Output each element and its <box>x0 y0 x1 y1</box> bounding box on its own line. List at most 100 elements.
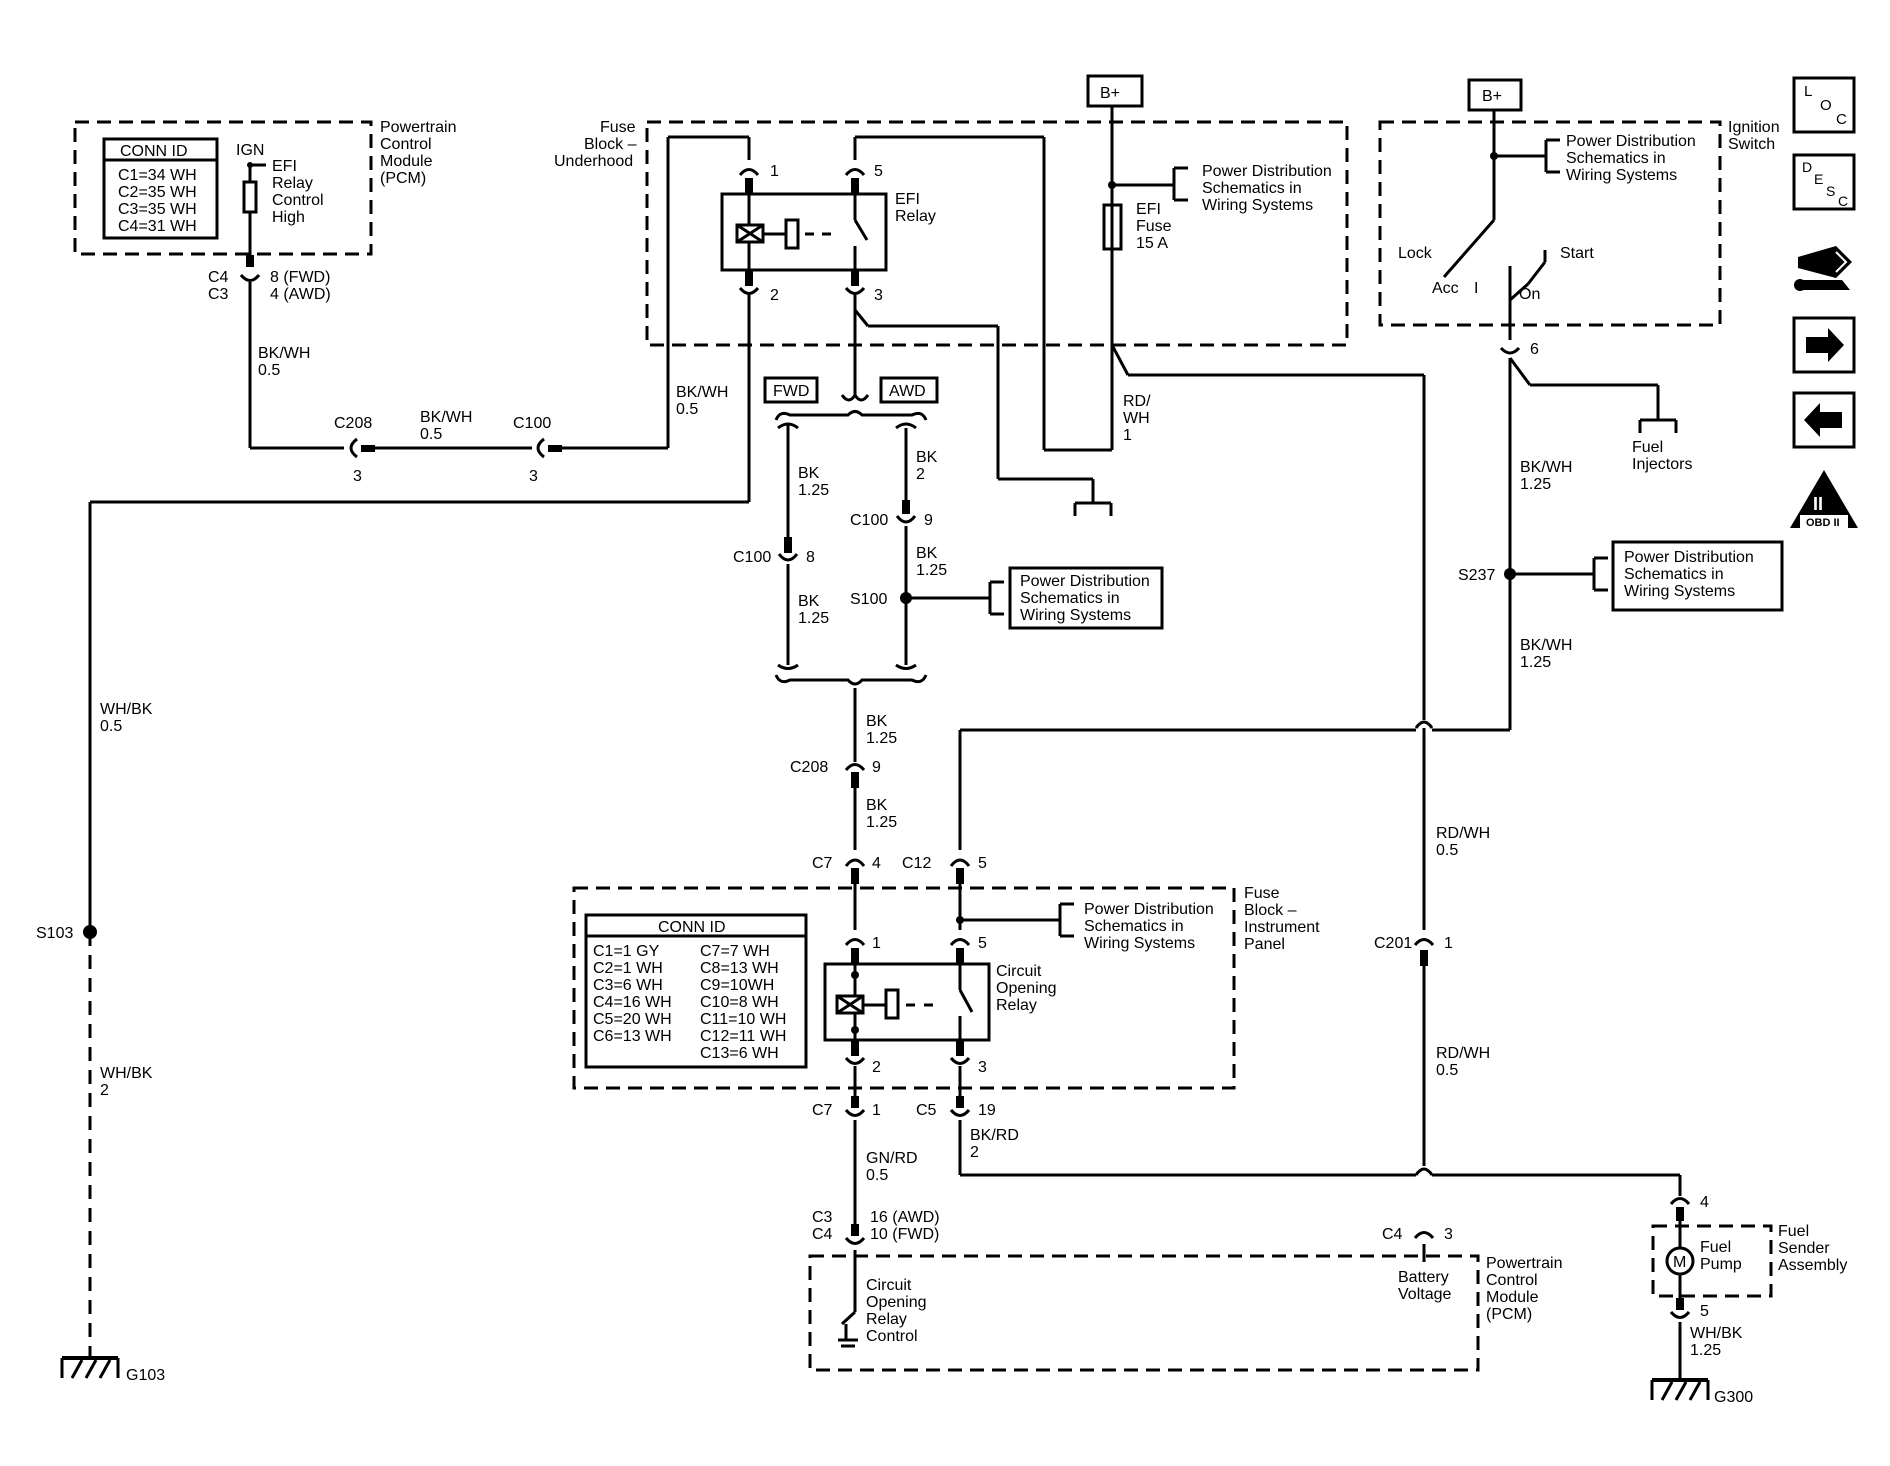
connector-pin5 <box>1669 1310 1691 1319</box>
ref-label: Wiring Systems <box>1566 167 1677 184</box>
loc-button[interactable]: L O C <box>1792 76 1856 134</box>
desc-button[interactable]: D E S C <box>1792 153 1856 211</box>
connector-pin4 <box>1669 1197 1691 1206</box>
conn-label: C100 <box>850 512 888 529</box>
connector-c100-top <box>536 437 545 459</box>
branch-symbol <box>840 392 870 402</box>
switch-pos-label: Acc <box>1432 280 1459 297</box>
connector-tool-icon[interactable] <box>1794 246 1852 291</box>
ignition-label: Ignition <box>1728 119 1780 136</box>
wire-label: 0.5 <box>420 426 442 443</box>
ref-label: Wiring Systems <box>1020 607 1131 624</box>
switch-pos-label: Start <box>1560 245 1594 262</box>
obd-ii-button[interactable]: II OBD II <box>1790 470 1858 529</box>
splice-label: S100 <box>850 591 887 608</box>
prev-page-button[interactable] <box>1792 391 1856 449</box>
pin-connector <box>738 168 760 177</box>
relay-label: Relay <box>895 208 936 225</box>
wire-label: BK <box>798 593 820 610</box>
ground-g300-icon <box>1650 1378 1710 1401</box>
ground-g103-icon <box>60 1356 120 1379</box>
bplus-label: B+ <box>1482 88 1502 105</box>
fuel-injectors-label: Fuel <box>1632 439 1663 456</box>
wire-label: BK/WH <box>676 384 728 401</box>
wire-label: 1.25 <box>916 562 947 579</box>
pin-label: 6 <box>1530 341 1539 358</box>
cor-control-label: Opening <box>866 1294 927 1311</box>
wire-label: WH/BK <box>100 701 153 718</box>
obd-label: OBD II <box>1806 517 1840 529</box>
pin-label: 8 (FWD) <box>270 269 330 286</box>
relay-label: Circuit <box>996 963 1042 980</box>
connector-c100-9 <box>895 515 917 524</box>
fwd-label: FWD <box>773 383 809 400</box>
connector-c4-c3 <box>239 273 261 282</box>
ref-label: Power Distribution <box>1084 901 1214 918</box>
resistor-icon <box>242 180 258 214</box>
cor-control-label: Control <box>866 1328 918 1345</box>
conn-id-table-top <box>102 137 219 240</box>
conn-id-table-ip <box>584 913 808 1069</box>
loc-letter: L <box>1804 83 1812 100</box>
ref-label: Schematics in <box>1084 918 1184 935</box>
conn-label: C208 <box>790 759 828 776</box>
conn-label: C100 <box>733 549 771 566</box>
pin-label: 4 (AWD) <box>270 286 331 303</box>
wire-label: 0.5 <box>676 401 698 418</box>
pcm-top-box <box>73 120 373 256</box>
pin-label: 9 <box>924 512 933 529</box>
wire-label: BK <box>866 797 888 814</box>
relay-label: EFI <box>895 191 920 208</box>
fuse-label: Fuse <box>1136 218 1172 235</box>
battery-voltage-label: Battery <box>1398 1269 1449 1286</box>
pin-connector <box>844 1056 866 1065</box>
fuel-sender-label: Assembly <box>1778 1257 1847 1274</box>
desc-letter: E <box>1814 171 1823 187</box>
conn-id-row: C3=6 WH <box>593 977 663 994</box>
branch-brace <box>774 410 928 421</box>
splice-label: S237 <box>1458 567 1495 584</box>
relay-switch <box>853 219 869 241</box>
power-dist-box-s237 <box>1611 540 1784 612</box>
pin-connector <box>844 286 866 295</box>
fuse-block-label: Instrument <box>1244 919 1320 936</box>
pcm-label: Control <box>1486 1272 1538 1289</box>
desc-letter: S <box>1826 183 1835 199</box>
pin-label: 19 <box>978 1102 996 1119</box>
fuse-block-ip-box <box>572 886 1236 1090</box>
pcm-label: Module <box>380 153 433 170</box>
relay-label: Relay <box>996 997 1037 1014</box>
fuel-injectors-label: Injectors <box>1632 456 1692 473</box>
wire-label: 1.25 <box>798 482 829 499</box>
efi-control-label: Relay <box>272 175 313 192</box>
fuel-pump-label: Fuel <box>1700 1239 1731 1256</box>
ref-label: Power Distribution <box>1202 163 1332 180</box>
pin-label: 8 <box>806 549 815 566</box>
relay-label: Opening <box>996 980 1057 997</box>
wire-label: 2 <box>916 466 925 483</box>
wire-label: BK <box>798 465 820 482</box>
conn-label: C7 <box>812 855 833 872</box>
next-page-button[interactable] <box>1792 316 1856 374</box>
arrow-left-icon <box>1804 403 1842 437</box>
pin-label: 9 <box>872 759 881 776</box>
pcm-label: Control <box>380 136 432 153</box>
pcm-label: Module <box>1486 1289 1539 1306</box>
efi-control-label: EFI <box>272 158 297 175</box>
wire-label: BK/WH <box>1520 459 1572 476</box>
ref-label: Wiring Systems <box>1624 583 1735 600</box>
fuel-sender-label: Fuel <box>1778 1223 1809 1240</box>
connector-c208-9 <box>844 763 866 772</box>
wire-label: 0.5 <box>1436 842 1458 859</box>
conn-label: C3 <box>812 1209 833 1226</box>
fuel-sender-box <box>1651 1224 1773 1298</box>
wire-label: 1.25 <box>866 730 897 747</box>
power-dist-box-s100 <box>1008 566 1164 630</box>
pcm-bottom-box <box>808 1254 1480 1372</box>
conn-label: C4 <box>1382 1226 1403 1243</box>
pin-connector <box>738 286 760 295</box>
pin-label: 3 <box>529 468 538 485</box>
pcm-label: Powertrain <box>380 119 456 136</box>
ref-label: Schematics in <box>1020 590 1120 607</box>
arrow-right-icon <box>1806 328 1844 362</box>
